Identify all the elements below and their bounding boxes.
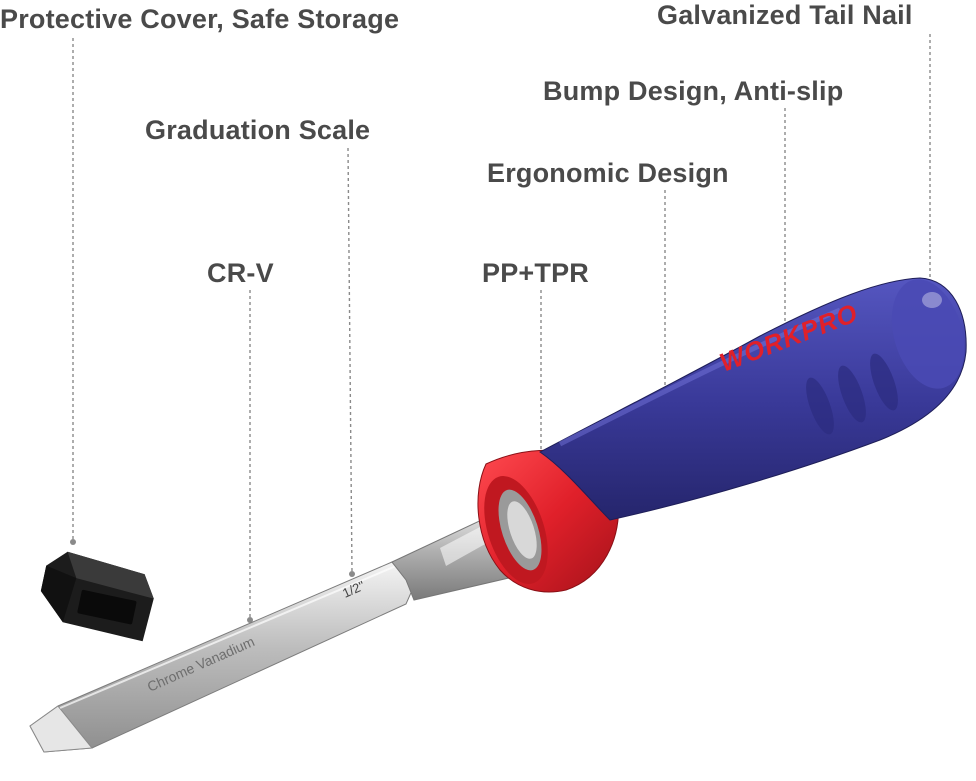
leader-lines [72, 34, 931, 618]
label-tail-nail: Galvanized Tail Nail [657, 0, 913, 30]
protective-cover [40, 551, 154, 642]
label-crv: CR-V [207, 258, 274, 288]
grip-bumps [806, 353, 898, 435]
leader-line-scale [347, 147, 353, 573]
label-graduation-scale: Graduation Scale [145, 115, 371, 145]
label-pp-tpr: PP+TPR [482, 258, 589, 288]
label-protective-cover: Protective Cover, Safe Storage [0, 4, 400, 34]
handle-blue-body [539, 277, 967, 521]
label-bump-design: Bump Design, Anti-slip [543, 76, 844, 106]
label-ergonomic-design: Ergonomic Design [487, 158, 729, 188]
chisel-blade [29, 561, 415, 753]
